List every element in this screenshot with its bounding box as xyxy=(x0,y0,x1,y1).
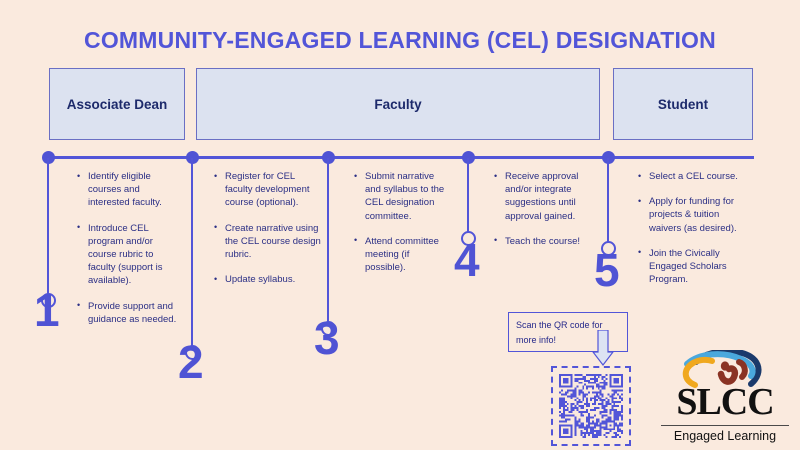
timeline-dropline-5 xyxy=(607,158,609,246)
slcc-wordmark: SLCC xyxy=(676,381,774,423)
step-number-3: 3 xyxy=(314,312,340,364)
step-number-1: 1 xyxy=(34,284,60,336)
role-header-label: Faculty xyxy=(374,96,422,112)
qr-callout-text: Scan the QR code for more info! xyxy=(516,320,603,345)
step-bullets-2: Register for CEL faculty development cou… xyxy=(213,170,323,298)
step-number-5: 5 xyxy=(594,244,620,296)
timeline-endpoint-1 xyxy=(40,293,56,308)
role-header-label: Student xyxy=(657,96,709,112)
bullet-item: Select a CEL course. xyxy=(637,169,742,183)
slcc-logo: SLCC Engaged Learning xyxy=(655,350,795,445)
down-arrow-icon xyxy=(592,330,614,366)
bullet-item: Teach the course! xyxy=(493,234,598,248)
timeline-dropline-4 xyxy=(467,158,469,236)
timeline-dropline-1 xyxy=(47,158,49,298)
slcc-tagline: Engaged Learning xyxy=(673,429,777,443)
qr-code-frame xyxy=(551,366,631,446)
timeline-node-3 xyxy=(321,151,335,164)
step-bullets-1: Identify eligible courses and interested… xyxy=(76,170,181,338)
role-header-associate-dean: Associate Dean xyxy=(49,68,185,140)
timeline-node-1 xyxy=(41,151,55,164)
step-bullets-4: Receive approval and/or integrate sugges… xyxy=(493,170,598,260)
timeline-node-5 xyxy=(601,151,615,164)
step-bullets-5: Select a CEL course. Apply for funding fo… xyxy=(637,169,742,298)
bullet-item: Identify eligible courses and interested… xyxy=(76,170,181,210)
bullet-item: Register for CEL faculty development cou… xyxy=(213,170,323,210)
role-header-faculty: Faculty xyxy=(196,68,600,140)
step-number-4: 4 xyxy=(454,234,480,286)
timeline-endpoint-2 xyxy=(184,345,200,360)
slcc-swirl-icon xyxy=(682,350,762,388)
bullet-item: Provide support and guidance as needed. xyxy=(76,299,181,326)
bullet-item: Create narrative using the CEL course de… xyxy=(213,221,323,262)
bullet-item: Update syllabus. xyxy=(213,273,323,286)
role-header-label: Associate Dean xyxy=(66,96,168,112)
timeline-endpoint-5 xyxy=(600,241,616,256)
role-header-student: Student xyxy=(613,68,753,140)
bullet-item: Submit narrative and syllabus to the CEL… xyxy=(353,170,448,223)
bullet-item: Attend committee meeting (if possible). xyxy=(353,234,448,275)
page-title: COMMUNITY-ENGAGED LEARNING (CEL) DESIGNA… xyxy=(84,27,716,53)
bullet-item: Introduce CEL program and/or course rubr… xyxy=(76,221,181,288)
timeline-dropline-3 xyxy=(327,158,329,326)
bullet-item: Join the Civically Engaged Scholars Prog… xyxy=(637,246,742,287)
qr-code-icon[interactable] xyxy=(559,374,623,438)
timeline-endpoint-3 xyxy=(320,321,336,336)
timeline-dropline-2 xyxy=(191,158,193,350)
logo-divider xyxy=(661,425,789,426)
step-number-2: 2 xyxy=(178,336,204,388)
timeline-node-2 xyxy=(185,151,199,164)
timeline-node-4 xyxy=(461,151,475,164)
step-bullets-3: Submit narrative and syllabus to the CEL… xyxy=(353,170,448,286)
timeline-endpoint-4 xyxy=(460,231,476,246)
bullet-item: Receive approval and/or integrate sugges… xyxy=(493,170,598,223)
bullet-item: Apply for funding for projects & tuition… xyxy=(637,195,742,235)
timeline-axis xyxy=(44,156,754,159)
